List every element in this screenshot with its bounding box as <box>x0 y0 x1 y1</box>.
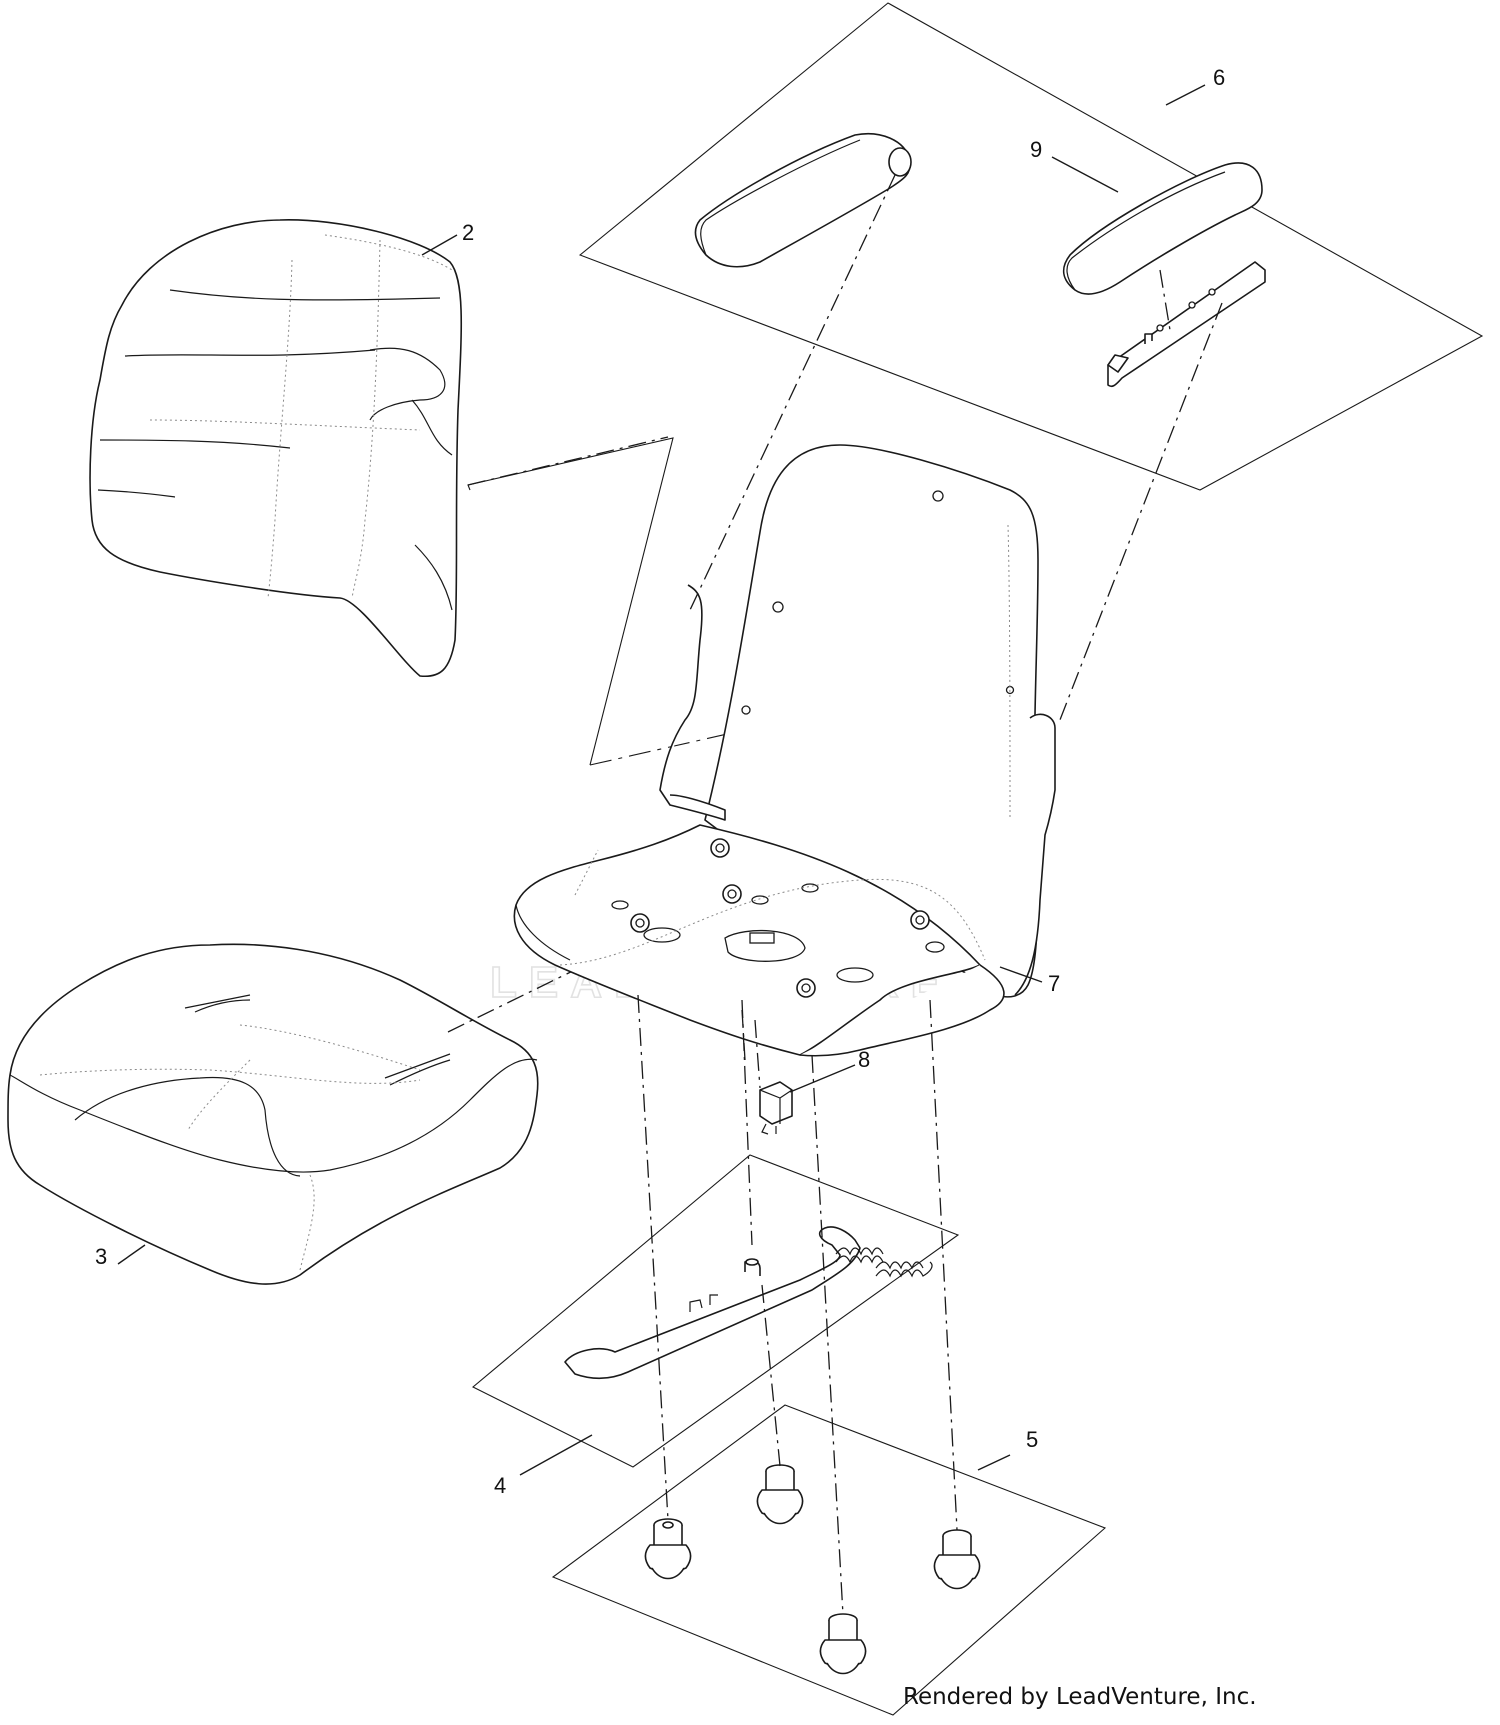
seat-pan <box>513 444 1056 1057</box>
seat-cushion <box>7 943 539 1285</box>
spring <box>875 1261 933 1278</box>
backrest-mount-pane <box>467 437 674 766</box>
armrest <box>694 133 912 268</box>
armrest-bracket <box>1107 261 1266 388</box>
armrest <box>1062 162 1263 295</box>
callout-6: 6 <box>1213 65 1225 90</box>
callout-5: 5 <box>1026 1427 1038 1452</box>
isolator-pane <box>551 1404 1107 1716</box>
seat-switch-kit-pane <box>472 1154 960 1468</box>
callout-4: 4 <box>494 1473 506 1498</box>
callout-9: 9 <box>1030 137 1042 162</box>
callout-2: 2 <box>462 220 474 245</box>
isolator <box>644 1518 692 1580</box>
weld-nut <box>630 838 930 998</box>
isolator <box>933 1529 981 1590</box>
callout-3: 3 <box>95 1244 107 1269</box>
isolator <box>819 1613 867 1675</box>
armrest-kit-pane <box>578 2 1484 491</box>
spring <box>835 1247 884 1264</box>
callout-8: 8 <box>858 1047 870 1072</box>
render-credit: Rendered by LeadVenture, Inc. <box>903 1684 1257 1710</box>
isolator <box>756 1464 804 1525</box>
callout-7: 7 <box>1048 971 1060 996</box>
seat-switch <box>759 1081 793 1135</box>
seat-latch-lever <box>564 1226 861 1380</box>
backrest-cushion <box>89 219 463 678</box>
